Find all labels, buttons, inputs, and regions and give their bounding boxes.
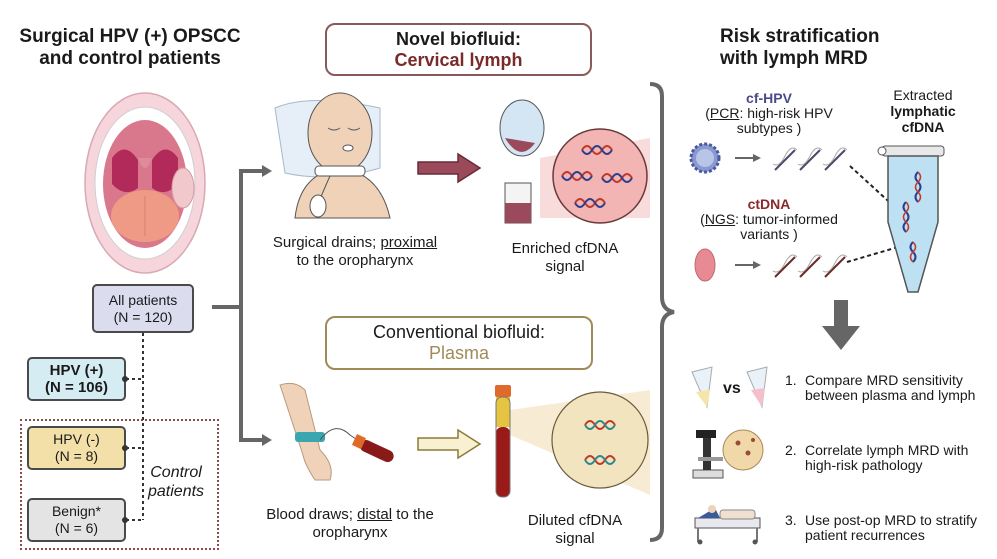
drain-caption: Surgical drains; proximal to the orophar… [250, 234, 460, 270]
novel-biofluid-heading: Novel biofluid: [396, 28, 521, 49]
tube-comparison-icon [691, 366, 768, 409]
hpv-positive-count: (N = 106) [45, 379, 108, 396]
left-title-line2: and control patients [39, 48, 221, 69]
cf-hpv-title: cf-HPV [746, 90, 792, 106]
right-title-line1: Risk stratification [720, 26, 880, 47]
hpv-positive-box: HPV (+) (N = 106) [27, 357, 126, 401]
blood-draw-illustration [279, 382, 394, 481]
ctdna-method: NGS [704, 211, 736, 227]
drain-caption-line2: to the oropharynx [296, 252, 414, 269]
dna-helix-icon [561, 145, 633, 208]
extracted-line3: cfDNA [901, 119, 945, 135]
all-patients-box: All patients (N = 120) [92, 284, 194, 333]
conventional-biofluid-box: Conventional biofluid: Plasma [325, 316, 593, 370]
novel-biofluid-box: Novel biofluid: Cervical lymph [325, 23, 592, 76]
patient-tree-connectors [122, 333, 144, 523]
hpv-virus-to-dna-illustration [689, 142, 848, 174]
ctdna-desc-line2: variants ) [740, 226, 798, 242]
lymph-collection-illustration [499, 99, 650, 224]
step-3-line2: patient recurrences [805, 527, 925, 543]
control-label-line1: Control [150, 464, 202, 481]
all-patients-label: All patients [108, 291, 178, 308]
all-patients-count: (N = 120) [113, 308, 173, 325]
step-2-number: 2. [785, 442, 797, 458]
tumor-to-dna-illustration [694, 248, 848, 282]
ctdna-block: ctDNA (NGS: tumor-informed variants ) [694, 197, 844, 242]
curly-brace [649, 82, 675, 542]
drain-caption-text: Surgical drains; [272, 234, 381, 251]
step-3-line1: Use post-op MRD to stratify [805, 512, 977, 528]
step-3-number: 3. [785, 512, 797, 528]
benign-count: (N = 6) [54, 520, 99, 536]
blood-caption-text: Blood draws; [266, 506, 358, 523]
cf-hpv-desc-line2: subtypes ) [736, 120, 802, 136]
benign-label: Benign* [51, 503, 102, 519]
step-1-number: 1. [785, 372, 797, 388]
patient-with-drain-illustration [274, 92, 391, 219]
tan-arrow-icon [417, 428, 482, 460]
extracted-line1: Extracted [893, 87, 953, 103]
hospital-bed-icon [694, 505, 761, 545]
ctdna-title: ctDNA [747, 196, 791, 212]
microscope-icon [692, 429, 764, 479]
extracted-lymphatic-label: Extracted lymphatic cfDNA [878, 87, 968, 135]
novel-biofluid-name: Cervical lymph [394, 49, 523, 70]
right-title: Risk stratification with lymph MRD [720, 26, 940, 70]
drain-caption-proximal: proximal [380, 234, 438, 251]
hpv-negative-count: (N = 8) [54, 448, 99, 464]
left-title-line1: Surgical HPV (+) OPSCC [19, 26, 241, 47]
ctdna-desc: : tumor-informed [735, 211, 838, 227]
hpv-negative-label: HPV (-) [53, 431, 100, 447]
blood-caption: Blood draws; distal to the oropharynx [245, 506, 455, 542]
step-2-line2: high-risk pathology [805, 457, 923, 473]
conventional-biofluid-heading: Conventional biofluid: [372, 322, 546, 342]
hpv-negative-box: HPV (-) (N = 8) [27, 426, 126, 470]
vs-label: vs [723, 380, 741, 397]
conventional-biofluid-name: Plasma [428, 343, 490, 363]
lymph-tube-illustration [877, 145, 945, 293]
down-arrow-icon [822, 300, 860, 350]
hpv-positive-label: HPV (+) [49, 362, 104, 379]
diluted-caption-line2: signal [555, 530, 595, 547]
step-1-line1: Compare MRD sensitivity [805, 372, 963, 388]
blood-caption-text2: to the [392, 506, 434, 523]
right-title-line2: with lymph MRD [720, 48, 868, 69]
extracted-line2: lymphatic [890, 103, 956, 119]
left-title: Surgical HPV (+) OPSCC and control patie… [0, 26, 260, 70]
plasma-tube-illustration [495, 385, 650, 498]
control-patients-group [20, 419, 219, 550]
cf-hpv-block: cf-HPV (PCR: high-risk HPV subtypes ) [694, 91, 844, 136]
control-patients-label: Control patients [148, 463, 204, 501]
cf-hpv-method: PCR [709, 105, 740, 121]
diluted-caption: Diluted cfDNA signal [500, 512, 650, 548]
enriched-caption-line2: signal [545, 258, 585, 275]
diluted-caption-line1: Diluted cfDNA [527, 512, 623, 529]
cf-hpv-desc: : high-risk HPV [739, 105, 833, 121]
control-label-line2: patients [148, 483, 205, 500]
step-2-line1: Correlate lymph MRD with [805, 442, 969, 458]
enriched-caption-line1: Enriched cfDNA [511, 240, 619, 257]
blood-caption-distal: distal [357, 506, 393, 523]
branch-arrows [212, 165, 272, 446]
blood-caption-line2: oropharynx [312, 524, 388, 541]
maroon-arrow-icon [417, 152, 482, 184]
open-mouth-illustration [84, 92, 206, 274]
step-1-line2: between plasma and lymph [805, 387, 976, 403]
enriched-caption: Enriched cfDNA signal [490, 240, 640, 276]
